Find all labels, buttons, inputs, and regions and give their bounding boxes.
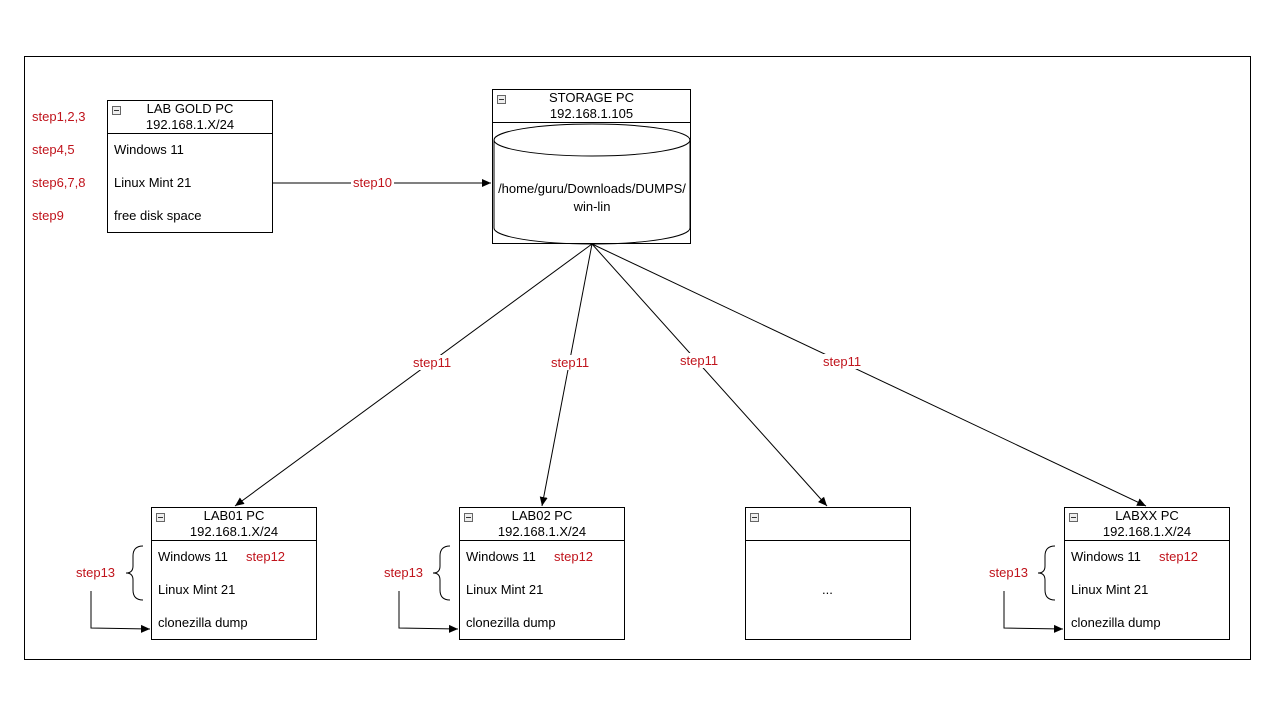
gold-side-step-2: step4,5 (32, 142, 75, 157)
labxx-step12: step12 (1159, 549, 1199, 564)
lab-gold-row-free-space: free disk space (114, 208, 202, 223)
lab01-pc-ip: 192.168.1.X/24 (189, 524, 279, 539)
storage-path-line1: /home/guru/Downloads/DUMPS/ (498, 181, 686, 196)
lab02-row-windows: Windows 11 (466, 549, 536, 564)
labxx-pc-node: LABXX PC 192.168.1.X/24 Windows 11 step1… (1064, 507, 1230, 640)
lab01-step12: step12 (246, 549, 286, 564)
lab01-step13-bracket (90, 545, 151, 633)
labxx-step13-bracket (1003, 545, 1064, 633)
lab-gold-row-linux: Linux Mint 21 (114, 175, 192, 190)
lab-gold-pc-node: LAB GOLD PC 192.168.1.X/24 Windows 11 Li… (107, 100, 273, 233)
lab02-pc-ip: 192.168.1.X/24 (497, 524, 587, 539)
lab02-step13: step13 (384, 565, 424, 580)
edge-storage-to-lab01 (234, 243, 593, 507)
collapse-icon[interactable] (1069, 513, 1078, 522)
storage-pc-title: STORAGE PC (548, 90, 634, 105)
storage-pc-node: STORAGE PC 192.168.1.105 (492, 89, 691, 244)
collapse-icon[interactable] (464, 513, 473, 522)
edge-label-step10: step10 (351, 175, 395, 190)
collapse-icon[interactable] (112, 106, 121, 115)
labxx-pc-header: LABXX PC 192.168.1.X/24 (1065, 508, 1229, 541)
labxx-pc-title: LABXX PC (1115, 508, 1179, 523)
lab02-row-clonezilla: clonezilla dump (466, 615, 556, 630)
diagram-frame (24, 56, 1251, 660)
lab01-step13: step13 (76, 565, 116, 580)
additional-pcs-node: ... (745, 507, 911, 640)
lab-gold-pc-header: LAB GOLD PC 192.168.1.X/24 (108, 101, 272, 134)
collapse-icon[interactable] (156, 513, 165, 522)
storage-path: /home/guru/Downloads/DUMPS/ win-lin (493, 180, 691, 216)
edge-storage-to-labxx (591, 243, 1147, 507)
lab01-pc-node: LAB01 PC 192.168.1.X/24 Windows 11 step1… (151, 507, 317, 640)
gold-side-step-1: step1,2,3 (32, 109, 86, 124)
edge-label-step11-labxx: step11 (821, 354, 864, 369)
lab02-pc-node: LAB02 PC 192.168.1.X/24 Windows 11 step1… (459, 507, 625, 640)
additional-pcs-header (746, 508, 910, 541)
edge-storage-to-blank (591, 243, 828, 507)
labxx-pc-ip: 192.168.1.X/24 (1102, 524, 1192, 539)
storage-pc-header: STORAGE PC 192.168.1.105 (493, 90, 690, 123)
lab01-row-linux: Linux Mint 21 (158, 582, 236, 597)
additional-pcs-ellipsis: ... (822, 582, 833, 597)
lab02-step12: step12 (554, 549, 594, 564)
lab02-pc-header: LAB02 PC 192.168.1.X/24 (460, 508, 624, 541)
lab-gold-pc-title: LAB GOLD PC (146, 101, 234, 116)
lab-gold-row-windows: Windows 11 (114, 142, 184, 157)
edge-storage-to-lab02 (539, 243, 593, 507)
labxx-row-windows: Windows 11 (1071, 549, 1141, 564)
collapse-icon[interactable] (497, 95, 506, 104)
lab-gold-pc-ip: 192.168.1.X/24 (145, 117, 235, 132)
edge-label-step11-lab01: step11 (411, 355, 454, 370)
lab01-pc-title: LAB01 PC (203, 508, 265, 523)
lab01-row-windows: Windows 11 (158, 549, 228, 564)
lab02-step13-bracket (398, 545, 459, 633)
storage-pc-ip: 192.168.1.105 (549, 106, 634, 121)
gold-side-step-4: step9 (32, 208, 64, 223)
labxx-row-clonezilla: clonezilla dump (1071, 615, 1161, 630)
edge-label-step11-lab02: step11 (549, 355, 592, 370)
labxx-step13: step13 (989, 565, 1029, 580)
gold-side-step-3: step6,7,8 (32, 175, 86, 190)
collapse-icon[interactable] (750, 513, 759, 522)
lab02-pc-title: LAB02 PC (511, 508, 573, 523)
lab02-row-linux: Linux Mint 21 (466, 582, 544, 597)
labxx-row-linux: Linux Mint 21 (1071, 582, 1149, 597)
edge-label-step11-blank: step11 (678, 353, 721, 368)
storage-path-line2: win-lin (573, 199, 611, 214)
lab01-pc-header: LAB01 PC 192.168.1.X/24 (152, 508, 316, 541)
lab01-row-clonezilla: clonezilla dump (158, 615, 248, 630)
